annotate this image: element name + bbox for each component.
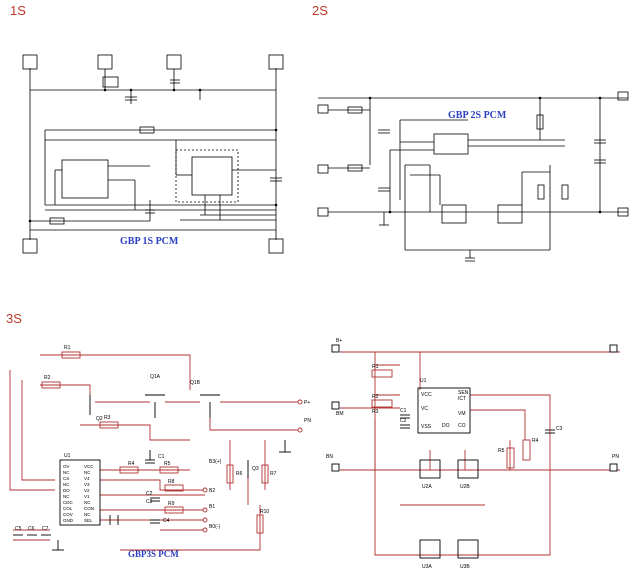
alt-r3-label: R3 [372, 409, 379, 415]
alt-u3b-label: U3B [460, 564, 470, 570]
u1-pin-left-7: CDC [63, 500, 73, 505]
q1a-label: Q1A [150, 374, 161, 380]
alt-c3-label: C3 [556, 426, 563, 432]
net-bm: BM [336, 411, 344, 417]
gbp2s-title: GBP 2S PCM [448, 110, 507, 121]
u1-pin-right-9: NC [84, 512, 91, 517]
r4-label: R4 [128, 461, 135, 467]
u1-pin-right-8: CON [84, 506, 94, 511]
u1-pin-left-4: NC [63, 482, 70, 487]
net-b3: B3(+) [209, 459, 222, 465]
r1-label: R1 [64, 345, 71, 351]
c2-label: C2 [146, 491, 153, 497]
u1-pin-left-2: NC [63, 470, 70, 475]
r5-label: R5 [164, 461, 171, 467]
u1-pin-right-4: V3 [84, 482, 90, 487]
r10-label: R10 [260, 509, 269, 515]
net-pn-alt: PN [612, 454, 619, 460]
section-label-2s: 2S [312, 3, 328, 18]
u1-pin-right-10: SEL [84, 518, 93, 523]
u1-pin-left-9: COV [63, 512, 73, 517]
alt-pin-co: CO [458, 423, 466, 429]
gbp1s-schematic: GBP 1S PCM [22, 54, 284, 254]
r2-label: R2 [44, 375, 51, 381]
alt-c1-label: C1 [400, 408, 407, 414]
q2-label: Q2 [96, 416, 103, 422]
c5-label: C5 [15, 526, 22, 532]
q3-label: Q3 [252, 466, 259, 472]
alt-schematic: B+ BM BN PN R1 R2 R3 R4 R5 C1 C2 C3 U1 U… [326, 338, 620, 570]
alt-pin-vcc: VCC [421, 392, 432, 398]
alt-u2a-label: U2A [422, 484, 432, 490]
u1-label: U1 [64, 453, 71, 459]
c4-label: C4 [163, 518, 170, 524]
u1-pin-left-3: CS [63, 476, 69, 481]
u1-pin-right-7: NC [84, 500, 91, 505]
u1-pin-left-1: OV [63, 464, 70, 469]
q1b-label: Q1B [190, 380, 201, 386]
c3-label: C3 [146, 499, 153, 505]
alt-r1-label: R1 [372, 364, 379, 370]
section-label-1s: 1S [10, 3, 26, 18]
net-b0: B0(-) [209, 524, 220, 530]
gbp3s-schematic: R1 R2 R3 R4 R5 R6 R7 R8 R9 R10 C1 C2 C3 … [9, 345, 311, 559]
alt-pin-vm: VM [458, 411, 466, 417]
c1-label: C1 [158, 454, 165, 460]
alt-r2-label: R2 [372, 394, 379, 400]
net-p-plus: P+ [304, 400, 310, 406]
u1-pin-right-2: NC [84, 470, 91, 475]
alt-u1-label: U1 [420, 378, 427, 384]
u1-pin-left-6: NC [63, 494, 70, 499]
r8-label: R8 [168, 479, 175, 485]
u1-pin-right-3: V4 [84, 476, 90, 481]
u1-pin-left-8: COL [63, 506, 73, 511]
u1-pin-right-6: V1 [84, 494, 90, 499]
gbp1s-title: GBP 1S PCM [120, 236, 179, 247]
alt-u2b-label: U2B [460, 484, 470, 490]
alt-pin-do: DO [442, 423, 450, 429]
net-b2: B2 [209, 488, 215, 494]
alt-pin-ict: ICT [458, 396, 466, 402]
alt-pin-vc: VC [421, 406, 428, 412]
alt-pin-vss: VSS [421, 424, 432, 430]
c7-label: C7 [42, 526, 49, 532]
gbp3s-title: GBP3S PCM [128, 549, 179, 559]
net-bn: BN [326, 454, 333, 460]
net-b-plus: B+ [336, 338, 342, 344]
section-label-3s: 3S [6, 311, 22, 326]
u1-pin-left-5: DO [63, 488, 70, 493]
u1-pin-left-10: GND [63, 518, 74, 523]
u1-pin-right-1: VCC [84, 464, 94, 469]
alt-c2-label: C2 [400, 418, 407, 424]
r3-label: R3 [104, 415, 111, 421]
alt-r4-label: R4 [532, 438, 539, 444]
alt-u3a-label: U3A [422, 564, 432, 570]
alt-pin-sen: SEN [458, 390, 469, 396]
r9-label: R9 [168, 501, 175, 507]
u1-pin-right-5: V2 [84, 488, 90, 493]
alt-r5-label: R5 [498, 448, 505, 454]
net-pn: PN [304, 418, 311, 424]
gbp2s-schematic: GBP 2S PCM [317, 91, 629, 262]
c6-label: C6 [28, 526, 35, 532]
r7-label: R7 [270, 471, 277, 477]
net-b1: B1 [209, 504, 215, 510]
r6-label: R6 [236, 471, 243, 477]
